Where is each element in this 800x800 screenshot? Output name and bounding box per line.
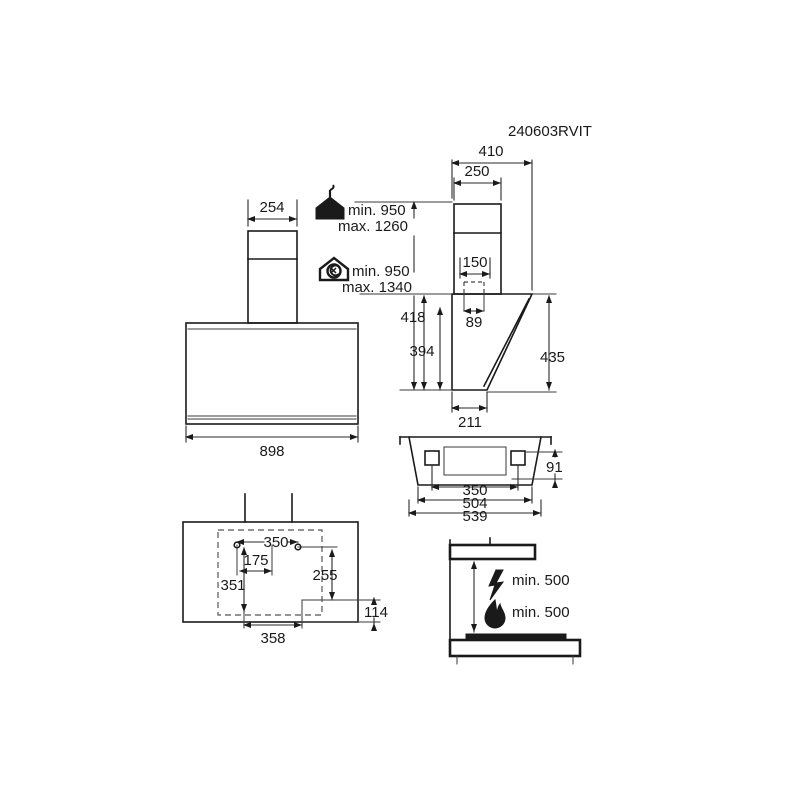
top-canopy-outline [408, 436, 542, 486]
drawing-title: 240603RVIT [508, 123, 592, 140]
template-bracket-spacing-label: 350 [263, 534, 288, 551]
side-chimney-outline [453, 203, 502, 295]
template-right-height-label: 255 [312, 567, 337, 584]
template-lower-spacing-label: 358 [260, 630, 285, 647]
glass-height-label: 435 [540, 349, 565, 366]
clearance-diagram-view: min. 500 min. 500 [448, 537, 582, 665]
ducted-max-label: max. 1260 [338, 218, 408, 235]
side-canopy-glass-edge [482, 297, 531, 388]
lightning-bolt-icon [488, 569, 505, 601]
front-body-width-label: 898 [259, 443, 284, 460]
wall-mounting-template-view: 350 175 351 255 358 114 [182, 493, 388, 647]
side-elevation-view: 410 250 150 89 418 394 [400, 143, 565, 431]
front-body-outline [185, 322, 359, 425]
recirc-min-label: min. 950 [352, 263, 410, 280]
top-plan-view: 91 350 504 539 [399, 436, 563, 525]
ducted-min-label: min. 950 [348, 202, 406, 219]
duct-outlet-width-label: 150 [462, 254, 487, 271]
duct-offset-label: 89 [466, 314, 483, 331]
clearance-hob-surface [465, 633, 567, 641]
duct-outlet-ext [463, 293, 485, 311]
template-half-spacing-label: 175 [243, 552, 268, 569]
mounting-height-callouts: min. 950 max. 1260 min. 950 max. 1340 [315, 184, 453, 391]
top-right-bracket [510, 450, 526, 466]
front-elevation-view: 254 898 [185, 199, 359, 460]
house-ducted-exhaust-icon [315, 184, 345, 220]
clearance-hob-body [448, 638, 582, 658]
canopy-top-height-label: 418 [400, 309, 425, 326]
top-filter-panel [443, 446, 507, 476]
front-chimney-width-label: 254 [259, 199, 284, 216]
house-recirculation-icon [318, 256, 350, 282]
canopy-front-height-label: 394 [409, 343, 434, 360]
top-depth-offset-label: 91 [546, 459, 563, 476]
template-lower-offset-label: 114 [364, 604, 388, 621]
duct-outlet-dashed-sides [463, 282, 485, 294]
template-hood-footprint-dashed [217, 529, 323, 616]
canopy-bottom-depth-label: 211 [458, 414, 482, 431]
side-canopy-outline [451, 293, 534, 391]
top-filter-width-label: 350 [462, 482, 487, 499]
recirc-max-label: max. 1340 [342, 279, 412, 296]
flame-icon [484, 599, 506, 629]
front-chimney-outline [247, 230, 298, 324]
top-inner-width-label: 504 [462, 495, 487, 512]
clearance-hood-body [448, 543, 537, 561]
electric-clearance-label: min. 500 [512, 572, 570, 589]
side-chimney-depth-label: 250 [464, 163, 489, 180]
gas-clearance-label: min. 500 [512, 604, 570, 621]
template-left-height-label: 351 [220, 577, 245, 594]
side-depth-label: 410 [478, 143, 503, 160]
top-left-bracket [424, 450, 440, 466]
top-outer-width-label: 539 [462, 508, 487, 525]
